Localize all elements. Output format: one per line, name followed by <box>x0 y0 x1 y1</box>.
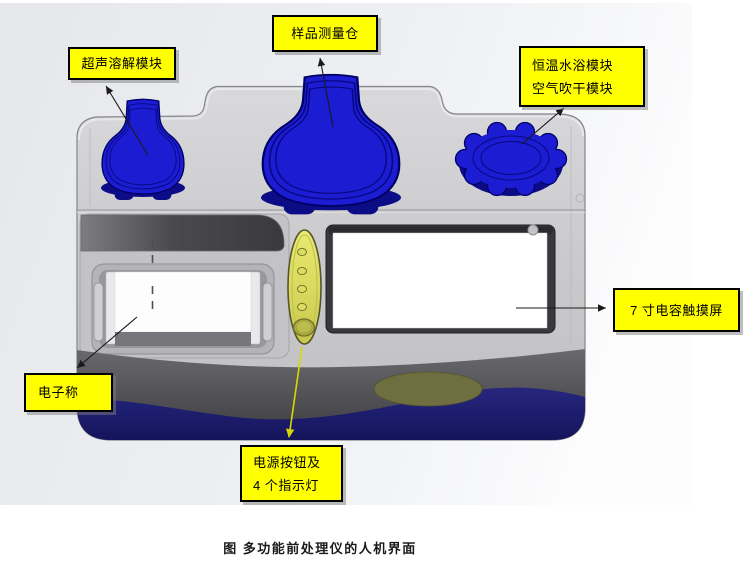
label-power-button: 电源按钮及 4 个指示灯 <box>240 445 343 502</box>
label-touchscreen: 7 寸电容触摸屏 <box>613 288 740 332</box>
label-water-bath-line2: 空气吹干模块 <box>532 80 614 96</box>
power-panel <box>287 229 322 345</box>
label-scale-text: 电子称 <box>38 385 79 400</box>
screen-corner-detail <box>527 224 539 236</box>
device <box>76 73 586 441</box>
side-screw-detail <box>575 193 585 203</box>
indicator-light-2 <box>297 266 307 276</box>
screen-glass <box>332 232 548 329</box>
indicator-light-4 <box>297 302 307 312</box>
indicator-light-1 <box>297 247 307 257</box>
scale-platform <box>114 271 252 333</box>
label-ultrasonic-module: 超声溶解模块 <box>68 47 176 80</box>
ultrasonic-module-cap <box>101 98 185 201</box>
label-sample-chamber: 样品测量仓 <box>272 15 378 52</box>
water-bath-cap <box>454 121 568 197</box>
touchscreen <box>325 224 556 334</box>
base-oval-badge <box>373 371 483 407</box>
label-electronic-scale: 电子称 <box>24 373 113 412</box>
tray-handle-right <box>262 282 273 342</box>
label-touchscreen-text: 7 寸电容触摸屏 <box>630 302 723 318</box>
screen-frame-top <box>328 226 553 235</box>
label-power-line2: 4 个指示灯 <box>253 477 319 493</box>
paper-rail-right <box>249 271 261 345</box>
electronic-scale <box>91 240 275 355</box>
tray-front-strip <box>115 332 251 346</box>
sample-chamber-cap <box>261 73 401 215</box>
paper-rail-left <box>105 271 117 345</box>
arrow-water-bath <box>521 107 565 145</box>
label-ultrasonic-text: 超声溶解模块 <box>81 56 163 71</box>
tray-handle-left <box>93 282 104 342</box>
label-power-line1: 电源按钮及 <box>253 454 321 470</box>
label-water-bath-module: 恒温水浴模块 空气吹干模块 <box>519 46 645 107</box>
power-button-cap <box>297 321 311 333</box>
figure-caption: 图 多功能前处理仪的人机界面 <box>223 541 417 556</box>
label-sample-text: 样品测量仓 <box>291 26 359 41</box>
power-panel-rim <box>291 234 318 340</box>
arrow-sample-chamber <box>317 57 334 128</box>
smoked-window <box>80 214 285 252</box>
arrow-scale <box>76 316 138 369</box>
annotation-arrows <box>76 57 606 438</box>
indicator-light-3 <box>297 284 307 294</box>
arrow-ultrasonic <box>105 85 149 156</box>
arrow-power <box>285 346 303 438</box>
label-water-bath-line1: 恒温水浴模块 <box>532 57 614 73</box>
